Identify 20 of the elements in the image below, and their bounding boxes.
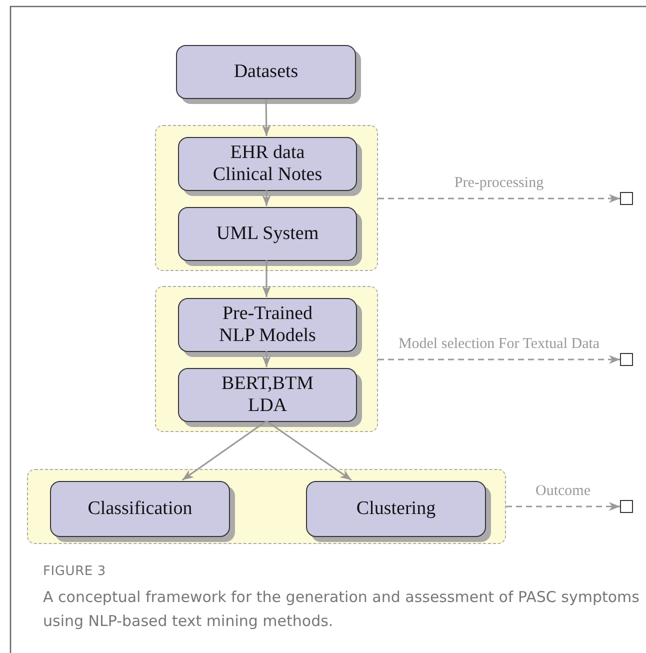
arrow	[182, 420, 267, 481]
group-panel	[27, 469, 506, 544]
arrow	[378, 355, 620, 364]
arrow	[266, 420, 352, 481]
arrow	[378, 194, 620, 203]
arrow	[506, 502, 620, 511]
terminal-square	[620, 353, 633, 366]
arrow	[262, 98, 271, 136]
arrow	[262, 190, 271, 206]
terminal-square	[620, 192, 633, 205]
figure-caption: A conceptual framework for the generation and assessment of PASC symptoms using NLP-based text mining methods.	[43, 587, 640, 632]
edge-label: Pre-processing	[454, 174, 544, 192]
arrow	[262, 351, 271, 367]
figure-label: FIGURE 3	[43, 564, 106, 579]
arrow	[262, 260, 271, 297]
group-panel	[155, 286, 378, 432]
edge-label: Model selection For Textual Data	[398, 336, 600, 352]
edge-label: Outcome	[536, 482, 590, 500]
terminal-square	[620, 500, 633, 513]
group-panel	[155, 125, 378, 271]
